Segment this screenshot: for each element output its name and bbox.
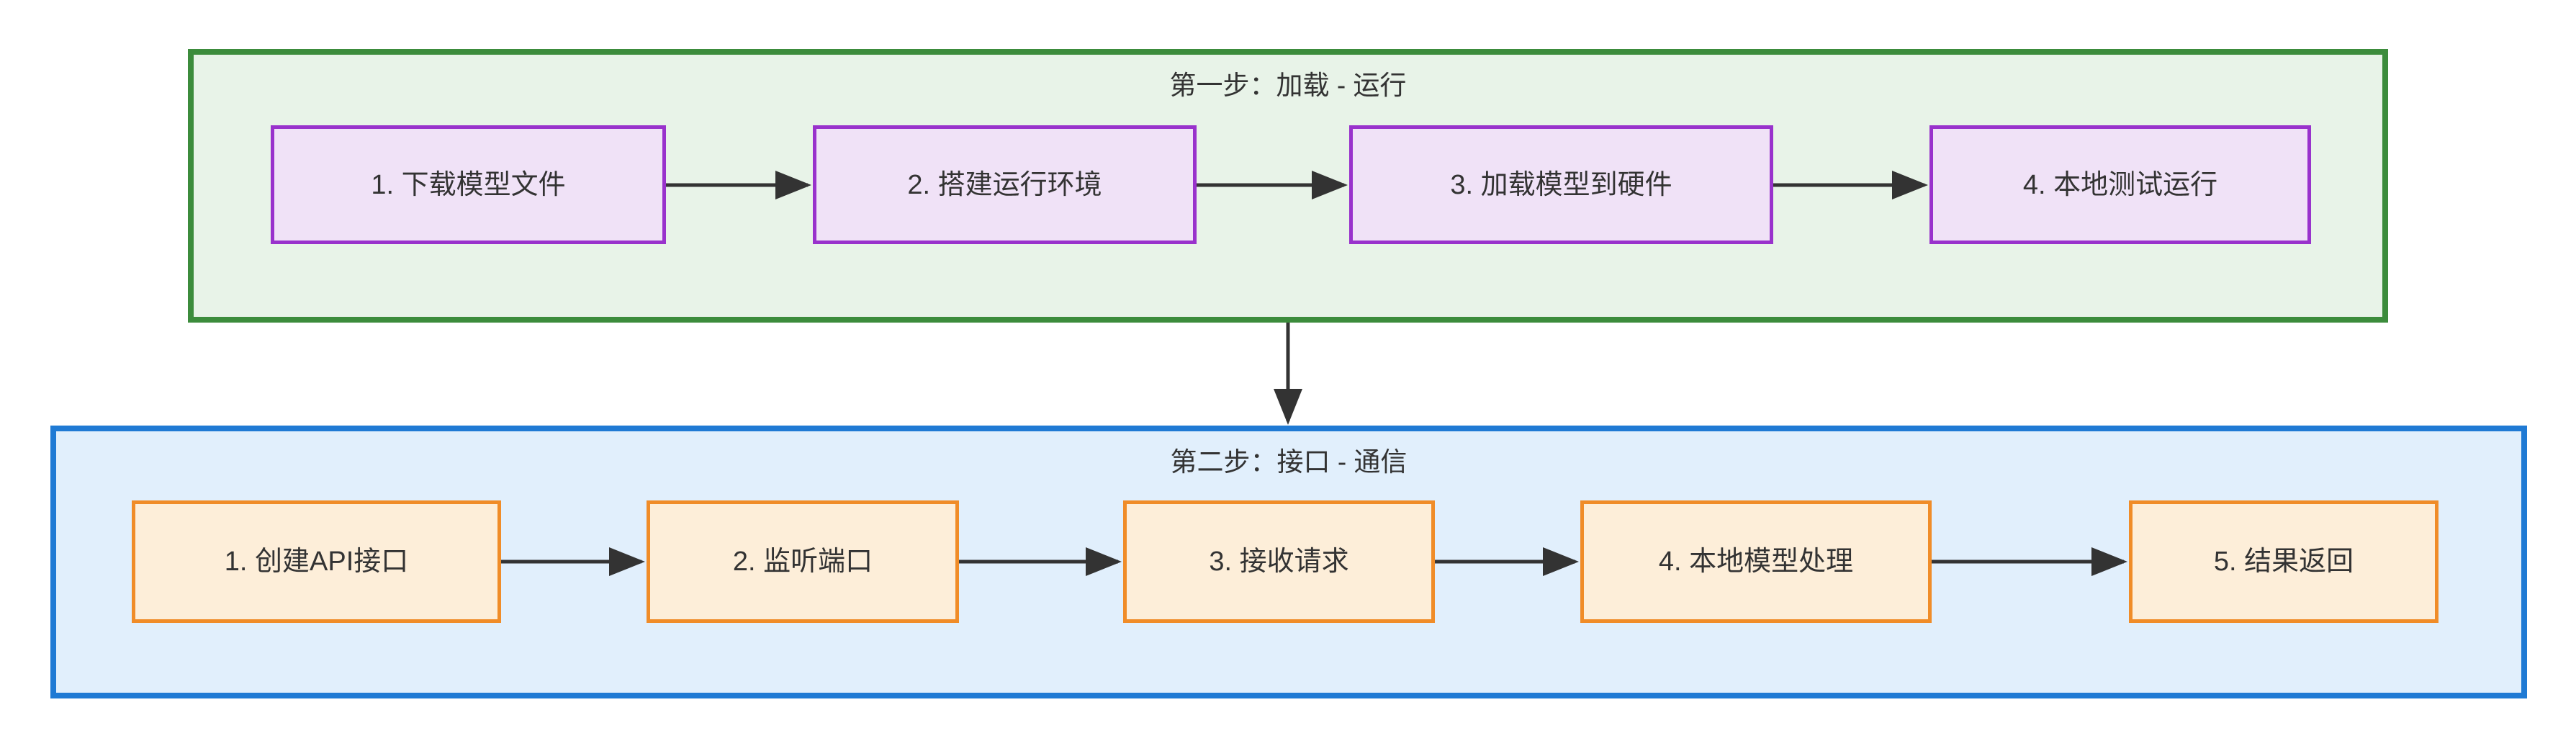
node-listen-port[interactable]: 2. 监听端口 [647, 500, 959, 623]
node-label: 2. 搭建运行环境 [907, 169, 1102, 200]
node-label: 1. 下载模型文件 [371, 169, 566, 200]
node-return-result[interactable]: 5. 结果返回 [2129, 500, 2438, 623]
node-label: 3. 加载模型到硬件 [1450, 169, 1672, 200]
node-label: 5. 结果返回 [2213, 547, 2354, 577]
node-create-api-endpoint[interactable]: 1. 创建API接口 [132, 500, 501, 623]
node-load-model-to-hardware[interactable]: 3. 加载模型到硬件 [1349, 125, 1773, 244]
node-label: 4. 本地测试运行 [2022, 169, 2218, 200]
subgraph-stage-one-title: 第一步：加载 - 运行 [1169, 71, 1407, 100]
node-label: 2. 监听端口 [732, 547, 873, 577]
node-setup-runtime-environment[interactable]: 2. 搭建运行环境 [813, 125, 1197, 244]
node-label: 4. 本地模型处理 [1658, 547, 1854, 577]
node-download-model-file[interactable]: 1. 下载模型文件 [271, 125, 666, 244]
node-local-test-run[interactable]: 4. 本地测试运行 [1929, 125, 2311, 244]
node-label: 3. 接收请求 [1209, 547, 1349, 577]
node-receive-request[interactable]: 3. 接收请求 [1123, 500, 1435, 623]
node-label: 1. 创建API接口 [224, 547, 409, 577]
node-local-model-processing[interactable]: 4. 本地模型处理 [1580, 500, 1932, 623]
subgraph-stage-two-title: 第二步：接口 - 通信 [1170, 447, 1408, 477]
